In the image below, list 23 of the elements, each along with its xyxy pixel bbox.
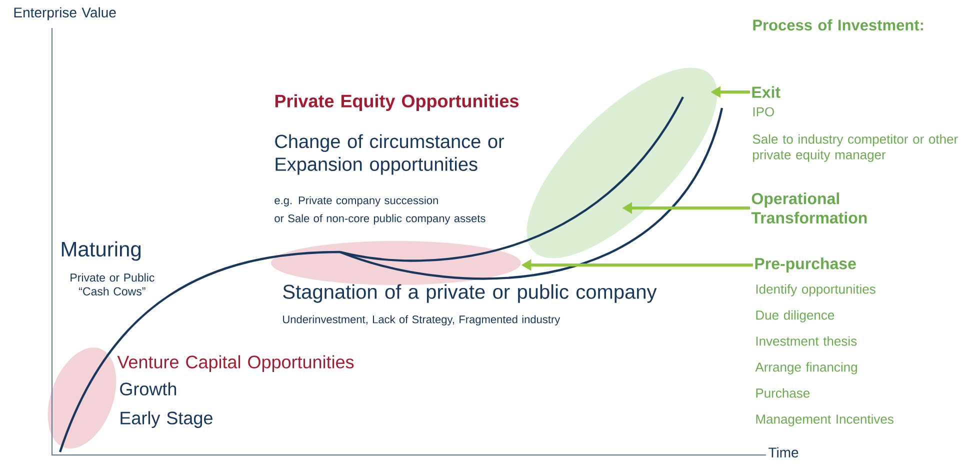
list-item: Due diligence bbox=[756, 310, 834, 322]
list-item: Sale to industry competitor or other private equity manager bbox=[752, 134, 958, 162]
axis-label: Time bbox=[768, 447, 798, 458]
list-item: Identify opportunities bbox=[756, 284, 876, 296]
list-item: Investment thesis bbox=[756, 336, 857, 346]
list-item: IPO bbox=[753, 107, 774, 116]
description: Stagnation of a private or public company bbox=[283, 284, 657, 303]
step-heading: Exit bbox=[752, 86, 780, 98]
list-item: Arrange financing bbox=[755, 362, 857, 374]
axis-label: Enterprise Value bbox=[14, 7, 116, 20]
step-heading: Operational Transformation bbox=[751, 192, 867, 224]
list-item: Management Incentives bbox=[756, 414, 894, 426]
description: Change of circumstance or Expansion opportunities bbox=[275, 134, 504, 175]
list-item: Purchase bbox=[756, 388, 810, 398]
step-heading: Pre-purchase bbox=[755, 258, 856, 272]
dotted-area bbox=[48, 348, 116, 448]
stage-label: Maturing bbox=[62, 241, 141, 261]
note: or Sale of non-core public company assets bbox=[274, 214, 486, 224]
note: Private or Public “Cash Cows” bbox=[70, 273, 154, 296]
dotted-area bbox=[526, 68, 718, 258]
note: Underinvestment, Lack of Strategy, Fragmented industry bbox=[283, 315, 560, 326]
heading: Process of Investment: bbox=[753, 19, 923, 31]
dotted-area bbox=[271, 241, 521, 285]
